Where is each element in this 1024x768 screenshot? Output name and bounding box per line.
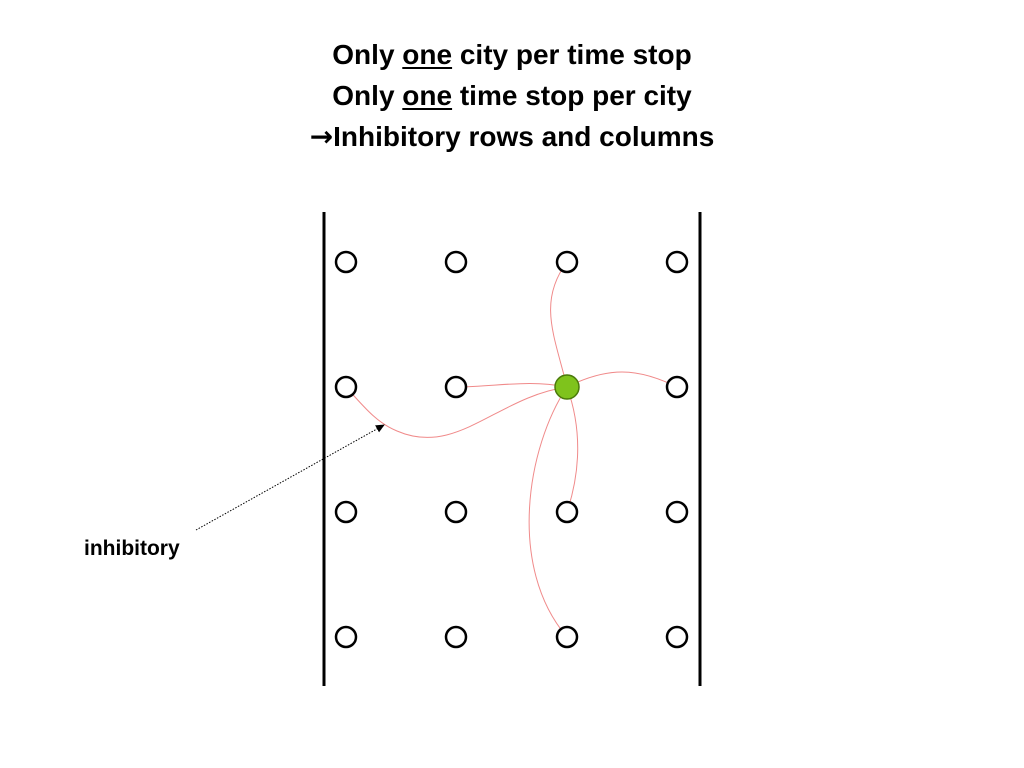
neuron-node-r1-c2 (444, 250, 468, 274)
neuron-node-r3-c4 (665, 500, 689, 524)
inhibitory-connection-r2-c4 (566, 371, 678, 388)
neuron-node-r3-c1 (334, 500, 358, 524)
title-line-3-text: Inhibitory rows and columns (333, 121, 715, 152)
neuron-node-r1-c3 (555, 250, 579, 274)
title-line-2-prefix: Only (332, 80, 403, 111)
neuron-node-r4-c4 (665, 625, 689, 649)
inhibitory-connection-r3-c3 (566, 386, 579, 513)
inhibitory-connection-r2-c2 (455, 382, 568, 388)
neuron-node-r4-c2 (444, 625, 468, 649)
inhibitory-label: inhibitory (84, 537, 180, 560)
neuron-nodes (334, 250, 689, 649)
neuron-node-r1-c1 (334, 250, 358, 274)
title-line-2-emphasis: one (402, 80, 453, 111)
inhibitory-connection-r1-c3 (550, 261, 568, 388)
active-neuron-node (554, 374, 580, 400)
title-line-1-prefix: Only (332, 39, 403, 70)
title-line-1-suffix: city per time stop (452, 39, 692, 70)
neuron-node-r2-c4 (665, 375, 689, 399)
title-line-2-suffix: time stop per city (452, 80, 692, 111)
inhibitory-connection-r2-c1 (345, 386, 568, 438)
neuron-node-r4-c1 (334, 625, 358, 649)
neuron-node-r2-c2 (444, 375, 468, 399)
slide-title: Only one city per time stop Only one tim… (0, 34, 1024, 157)
neuron-node-r2-c1 (334, 375, 358, 399)
inhibitory-connections (345, 261, 678, 638)
title-line-2: Only one time stop per city (0, 75, 1024, 116)
neuron-node-r3-c3 (555, 500, 579, 524)
neuron-node-r1-c4 (665, 250, 689, 274)
neuron-node-r4-c3 (555, 625, 579, 649)
title-line-3: →Inhibitory rows and columns (0, 116, 1024, 157)
title-line-1: Only one city per time stop (0, 34, 1024, 75)
inhibitory-connection-r4-c3 (528, 386, 568, 638)
title-line-1-emphasis: one (402, 39, 453, 70)
right-arrow-icon: → (309, 120, 334, 153)
neuron-node-r3-c2 (444, 500, 468, 524)
